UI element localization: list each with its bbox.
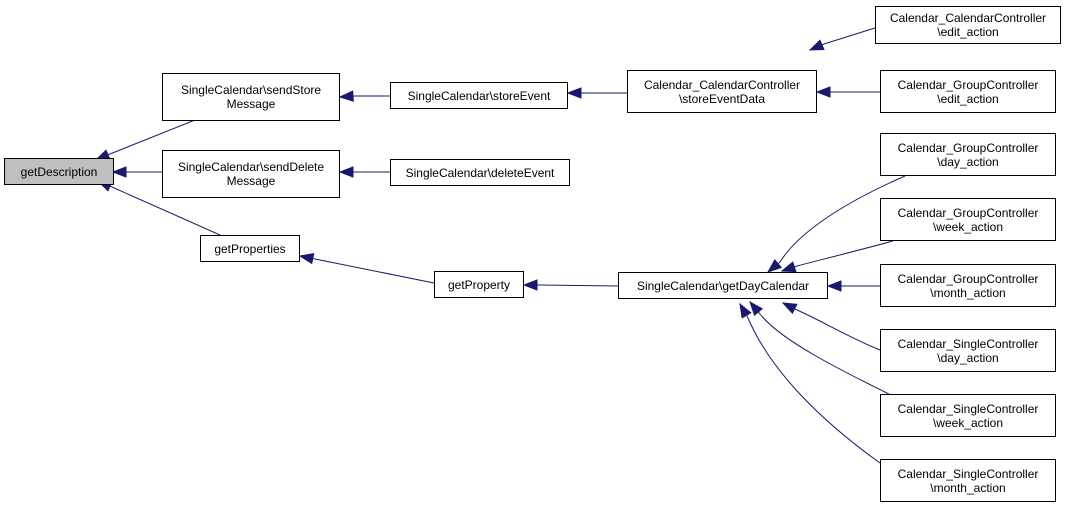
edge-calEdit-to-storeEventData <box>808 26 879 51</box>
edge-groupEdit-to-storeEventData <box>815 86 880 98</box>
arrowhead <box>780 261 797 273</box>
node-label-line: Calendar_CalendarController <box>889 11 1047 25</box>
arrowhead <box>111 166 127 178</box>
node-label-line: Calendar_GroupController <box>897 140 1039 155</box>
arrowhead <box>298 253 315 265</box>
edge-line <box>796 309 881 351</box>
arrowhead <box>808 39 825 51</box>
node-label-line: \month_action <box>930 285 1006 300</box>
edge-storeEvent-to-sendStoreMessage <box>338 90 390 102</box>
edge-getProperty-to-getProperties <box>298 253 435 284</box>
node-get-description: getDescription <box>4 158 114 185</box>
node-group-day[interactable]: Calendar_GroupController\day_action <box>880 133 1056 176</box>
arrowhead <box>338 90 354 102</box>
node-label-line: Message <box>226 174 276 188</box>
edge-stem <box>794 308 798 311</box>
edge-stem <box>777 261 781 265</box>
node-group-edit[interactable]: Calendar_GroupController\edit_action <box>880 70 1056 113</box>
node-single-day[interactable]: Calendar_SingleController\day_action <box>880 329 1056 372</box>
node-label-line: \week_action <box>932 415 1004 430</box>
edge-stem <box>746 315 749 319</box>
node-label-line: SingleCalendar\sendDelete <box>177 160 325 174</box>
node-label-line: \day_action <box>937 154 999 169</box>
node-label-line: SingleCalendar\deleteEvent <box>405 165 555 180</box>
node-label-line: \month_action <box>930 480 1006 495</box>
node-group-week[interactable]: Calendar_GroupController\week_action <box>880 198 1056 241</box>
node-label-line: Calendar_GroupController <box>897 77 1039 92</box>
node-label-line: Calendar_CalendarController <box>643 77 801 92</box>
node-label-line: Calendar_SingleController <box>897 336 1039 351</box>
arrowhead <box>766 258 783 273</box>
edge-singleMonth-to-getDayCalendar <box>739 302 881 464</box>
edge-storeEventData-to-storeEvent <box>566 87 627 99</box>
edge-line <box>538 284 619 287</box>
arrowhead <box>566 87 582 99</box>
arrowhead <box>781 302 798 315</box>
edge-line <box>823 26 879 45</box>
arrowhead <box>739 302 752 319</box>
node-label-line: Calendar_SingleController <box>897 401 1039 416</box>
edge-sendDeleteMessage-to-getDescription <box>111 166 162 178</box>
node-label-line: \storeEventData <box>678 91 766 106</box>
node-label-line: Calendar_GroupController <box>897 271 1039 286</box>
edge-stem <box>107 153 111 156</box>
edge-groupMonth-to-getDayCalendar <box>826 280 880 292</box>
node-label-line: SingleCalendar\storeEvent <box>407 88 551 103</box>
node-label-line: getProperties <box>214 241 286 256</box>
edge-groupDay-to-getDayCalendar <box>766 175 906 273</box>
node-label-line: \edit_action <box>937 91 999 106</box>
node-store-event[interactable]: SingleCalendar\storeEvent <box>390 82 568 109</box>
node-delete-event[interactable]: SingleCalendar\deleteEvent <box>390 159 570 186</box>
edge-stem <box>109 185 113 188</box>
node-label-line: \week_action <box>932 219 1004 234</box>
edge-line <box>759 313 894 397</box>
edge-singleWeek-to-getDayCalendar <box>749 300 894 397</box>
edge-line <box>314 258 435 284</box>
edge-stem <box>821 43 825 46</box>
node-get-day-calendar[interactable]: SingleCalendar\getDayCalendar <box>618 272 828 299</box>
edge-line <box>109 117 201 155</box>
edge-line <box>747 317 881 464</box>
edge-line <box>111 186 221 236</box>
edge-getDayCalendar-to-getProperty <box>522 279 619 291</box>
node-group-month[interactable]: Calendar_GroupController\month_action <box>880 264 1056 307</box>
node-label-line: getProperty <box>447 277 511 292</box>
node-single-week[interactable]: Calendar_SingleController\week_action <box>880 394 1056 437</box>
node-store-event-data[interactable]: Calendar_CalendarController\storeEventDa… <box>627 70 817 113</box>
edge-line <box>779 175 906 263</box>
node-cal-edit[interactable]: Calendar_CalendarController\edit_action <box>875 6 1061 44</box>
node-single-month[interactable]: Calendar_SingleController\month_action <box>880 459 1056 502</box>
arrowhead <box>338 166 354 178</box>
arrowhead <box>749 300 764 317</box>
node-label-line: Calendar_GroupController <box>897 205 1039 220</box>
arrowhead <box>522 279 538 291</box>
node-label-line: SingleCalendar\sendStore <box>180 83 322 97</box>
node-label-line: \edit_action <box>937 25 999 39</box>
node-label-line: Calendar_SingleController <box>897 466 1039 481</box>
edge-groupWeek-to-getDayCalendar <box>780 240 894 273</box>
arrowhead <box>815 86 831 98</box>
arrowhead <box>826 280 842 292</box>
node-label-line: SingleCalendar\getDayCalendar <box>636 278 810 293</box>
edge-singleDay-to-getDayCalendar <box>781 302 881 351</box>
node-get-properties[interactable]: getProperties <box>200 235 300 262</box>
edge-line <box>796 240 894 267</box>
node-label-line: Message <box>226 97 276 111</box>
node-label-line: getDescription <box>20 164 98 179</box>
edge-deleteEvent-to-sendDeleteMessage <box>338 166 390 178</box>
node-get-property[interactable]: getProperty <box>434 271 524 298</box>
edge-stem <box>757 311 761 315</box>
node-label-line: \day_action <box>937 350 999 365</box>
edge-stem <box>794 265 798 268</box>
